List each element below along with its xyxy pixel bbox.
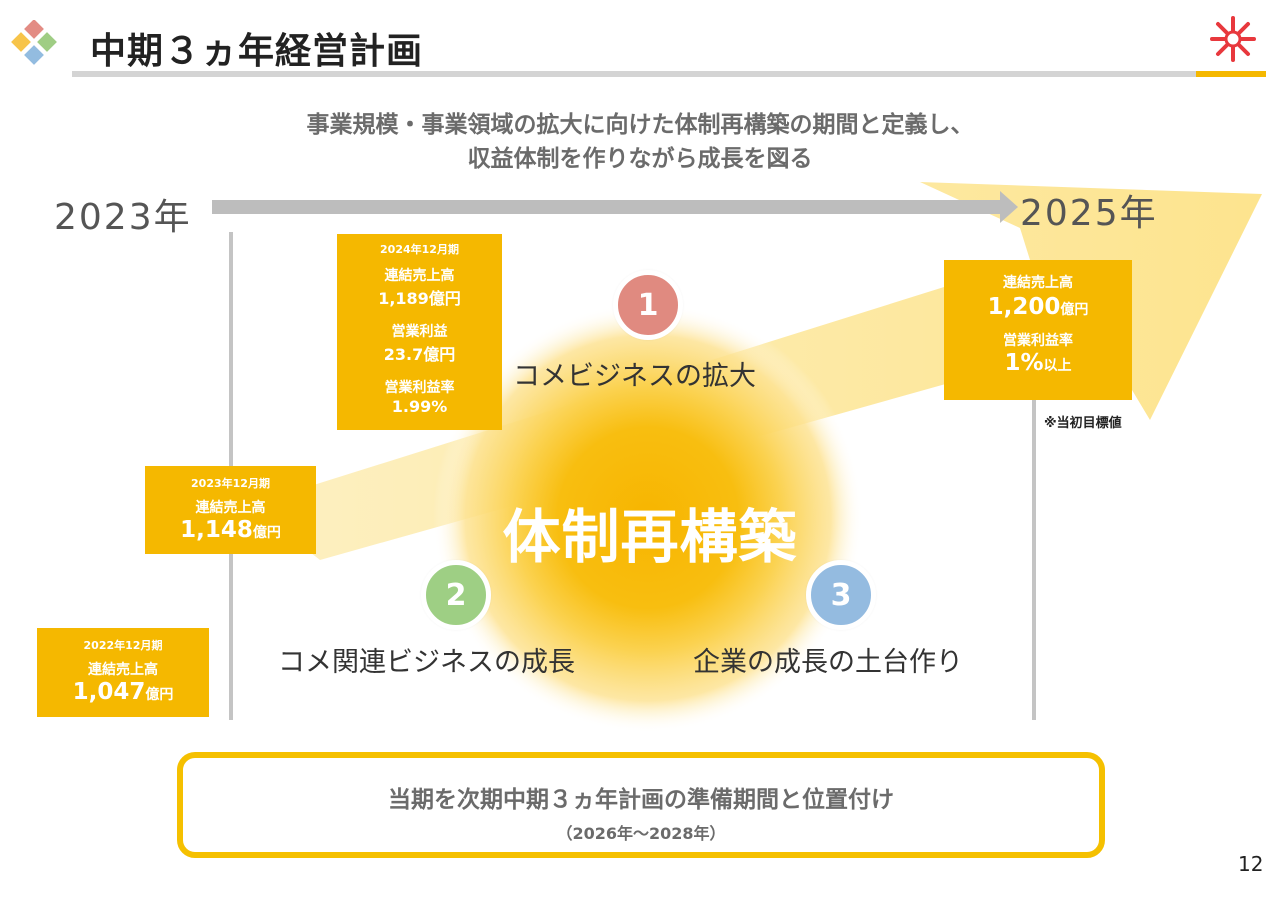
corporate-logo-icon [1210, 16, 1256, 62]
result-box-fy2024: 2024年12月期 連結売上高 1,189億円 営業利益 23.7億円 営業利益… [337, 234, 502, 430]
bottom-callout-sub: （2026年～2028年） [556, 824, 726, 843]
subtitle: 事業規模・事業領域の拡大に向けた体制再構築の期間と定義し、 収益体制を作りながら… [190, 108, 1090, 176]
title-rule [72, 71, 1196, 77]
timeline-start-year: 2023年 [54, 197, 192, 238]
sales-label: 連結売上高 [88, 662, 158, 678]
logo-diamonds-icon [11, 20, 57, 65]
margin-label: 営業利益率 [1003, 333, 1073, 349]
operating-profit-value: 23.7億円 [383, 345, 456, 364]
page-title: 中期３ヵ年経営計画 [90, 31, 424, 72]
bottom-callout-main: 当期を次期中期３ヵ年計画の準備期間と位置付け [388, 787, 894, 813]
result-box-fy2023: 2023年12月期 連結売上高 1,148億円 [145, 466, 316, 554]
timeline-end-year: 2025年 [1020, 193, 1158, 234]
end-year-line [1032, 400, 1036, 720]
pillar-2-number: 2 [421, 560, 491, 630]
pillar-1-label: コメビジネスの拡大 [513, 361, 756, 392]
sales-label: 連結売上高 [195, 500, 266, 516]
sales-label: 連結売上高 [384, 268, 455, 284]
margin-value: 1.99% [391, 397, 448, 416]
margin-label: 営業利益率 [384, 380, 455, 396]
subtitle-line-2: 収益体制を作りながら成長を図る [467, 146, 813, 172]
target-box: 連結売上高 1,200億円 営業利益率 1%以上 [944, 260, 1132, 400]
timeline-arrow-head [1000, 191, 1018, 223]
sales-value: 1,200億円 [987, 294, 1089, 320]
sales-value: 1,047億円 [72, 679, 174, 705]
core-label: 体制再構築 [502, 503, 798, 571]
pillar-1-number: 1 [613, 270, 683, 340]
subtitle-line-1: 事業規模・事業領域の拡大に向けた体制再構築の期間と定義し、 [306, 112, 974, 138]
period-label: 2022年12月期 [83, 639, 163, 652]
period-label: 2023年12月期 [191, 477, 270, 490]
bottom-callout: 当期を次期中期３ヵ年計画の準備期間と位置付け （2026年～2028年） [177, 752, 1105, 858]
sales-value: 1,148億円 [180, 517, 281, 543]
title-rule-accent [1196, 71, 1266, 77]
sales-value: 1,189億円 [378, 289, 461, 308]
margin-value: 1%以上 [1004, 350, 1072, 376]
operating-profit-label: 営業利益 [391, 324, 448, 340]
timeline-arrow-shaft [212, 200, 1004, 214]
pillar-3-number: 3 [806, 560, 876, 630]
period-label: 2024年12月期 [380, 243, 459, 256]
page-number: 12 [1238, 852, 1264, 876]
pillar-3-label: 企業の成長の土台作り [693, 647, 963, 678]
center-glow [433, 303, 863, 733]
target-note: ※当初目標値 [1044, 416, 1122, 431]
result-box-fy2022: 2022年12月期 連結売上高 1,047億円 [37, 628, 209, 717]
sales-label: 連結売上高 [1003, 275, 1073, 291]
pillar-2-label: コメ関連ビジネスの成長 [278, 647, 575, 678]
